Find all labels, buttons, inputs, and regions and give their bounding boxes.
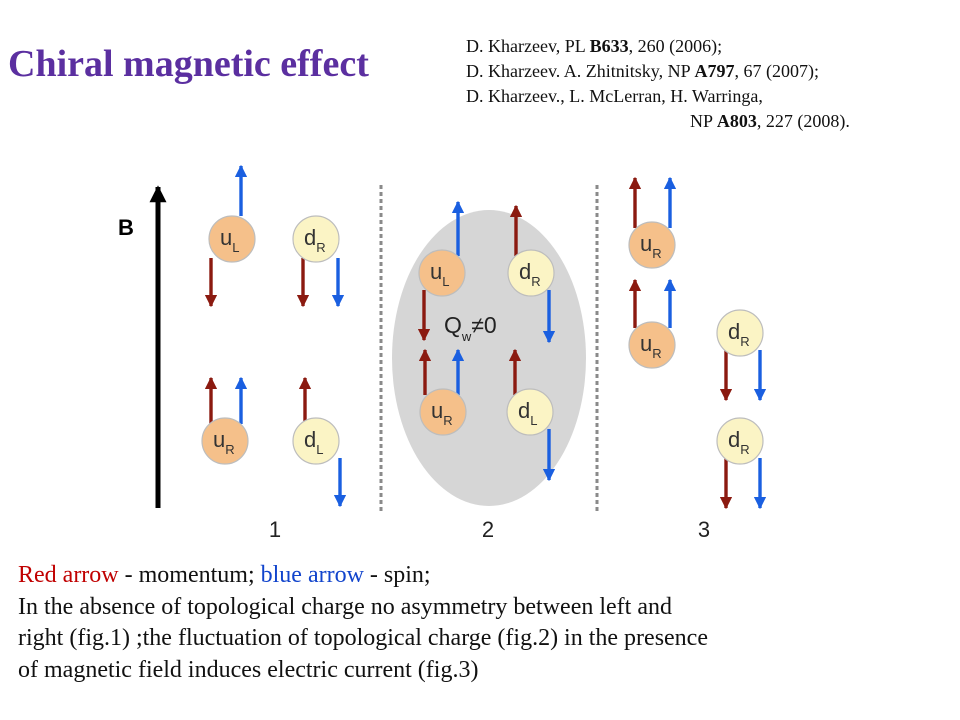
reference-text: NP	[690, 111, 717, 131]
spin-legend: blue arrow	[260, 562, 364, 588]
reference-line: D. Kharzeev. A. Zhitnitsky, NP A797, 67 …	[466, 59, 850, 84]
quark-particle	[716, 309, 764, 357]
quark-particle	[292, 215, 340, 263]
reference-text: , 260 (2006);	[628, 36, 723, 56]
momentum-legend: Red arrow	[18, 562, 119, 588]
quark-label: uR	[213, 427, 235, 457]
caption-text: - spin;	[363, 562, 431, 588]
quark-label: dR	[728, 319, 750, 349]
reference-line: D. Kharzeev., L. McLerran, H. Warringa,	[466, 84, 850, 109]
quark-label: uR	[640, 231, 662, 261]
figure-number: 3	[698, 517, 710, 542]
quark-particle	[201, 417, 249, 465]
quark-particle	[419, 388, 467, 436]
quark-label: dL	[304, 427, 323, 457]
reference-text: D. Kharzeev., L. McLerran, H. Warringa,	[466, 86, 763, 106]
caption-line: right (fig.1) ;the fluctuation of topolo…	[18, 625, 708, 651]
figure-number: 2	[482, 517, 494, 542]
caption-line: of magnetic field induces electric curre…	[18, 656, 479, 683]
quark-label: dR	[728, 427, 750, 457]
caption-line: Red arrow - momentum; blue arrow - spin;	[18, 560, 948, 592]
quark-particle	[292, 417, 340, 465]
figure-number: 1	[269, 517, 281, 542]
quark-label: uR	[431, 398, 453, 428]
slide-title: Chiral magnetic effect	[8, 43, 369, 85]
quark-particle	[628, 321, 676, 369]
topological-charge-region	[392, 210, 586, 506]
quark-particle	[507, 249, 555, 297]
reference-text: D. Kharzeev. A. Zhitnitsky, NP	[466, 61, 695, 81]
quark-label: uL	[430, 259, 449, 289]
quark-label: dL	[518, 398, 537, 428]
reference-volume: A803	[716, 111, 757, 131]
quark-particle	[418, 249, 466, 297]
quark-particle	[506, 388, 554, 436]
reference-line: D. Kharzeev, PL B633, 260 (2006);	[466, 34, 850, 59]
reference-line: NP A803, 227 (2008).	[466, 109, 850, 134]
caption: Red arrow - momentum; blue arrow - spin;…	[18, 560, 948, 686]
reference-volume: A797	[694, 61, 735, 81]
quark-label: dR	[304, 225, 326, 255]
reference-text: , 227 (2008).	[756, 111, 850, 131]
quark-particle	[208, 215, 256, 263]
quark-label: uL	[220, 225, 239, 255]
chiral-diagram: B uL dR uR dL uL dR uR dL uR uR dR dR Qw≠0 1 2 3	[118, 164, 767, 542]
caption-line: In the absence of topological charge no …	[18, 593, 672, 620]
magnetic-field-label: B	[118, 215, 134, 240]
quark-particle	[628, 221, 676, 269]
quark-label: uR	[640, 331, 662, 361]
topological-charge-label: Qw≠0	[444, 312, 497, 344]
references: D. Kharzeev, PL B633, 260 (2006); D. Kha…	[466, 34, 850, 134]
reference-text: , 67 (2007);	[734, 61, 819, 81]
quark-particle	[716, 417, 764, 465]
reference-text: D. Kharzeev, PL	[466, 36, 590, 56]
quark-label: dR	[519, 259, 541, 289]
caption-text: - momentum;	[118, 562, 261, 588]
reference-volume: B633	[589, 36, 629, 56]
